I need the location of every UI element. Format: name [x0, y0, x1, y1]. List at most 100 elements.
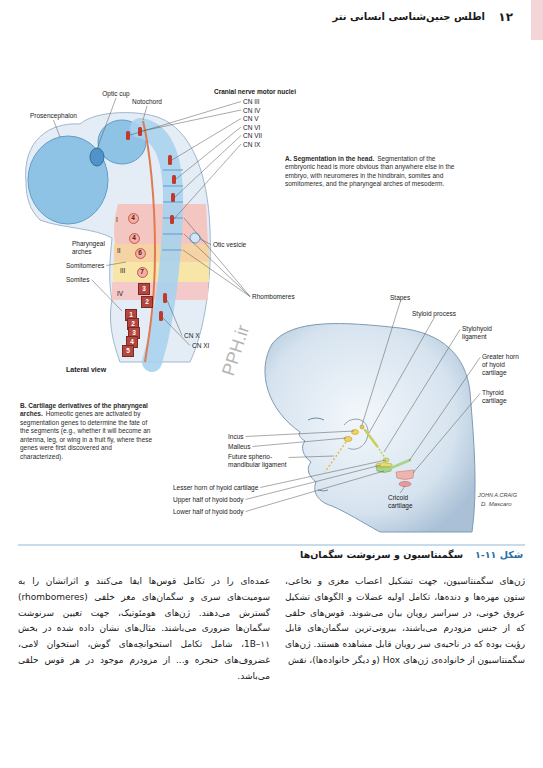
leader-line — [384, 330, 460, 453]
leader-line — [176, 127, 241, 179]
part-label: Stylohyoid ligament — [462, 325, 492, 340]
part-label: Upper half of hyoid body — [173, 496, 243, 503]
part-label: Rhombomeres — [252, 293, 295, 301]
nerve-label: CN III — [243, 98, 260, 105]
figure-number: شکل ۱۱-۱ — [475, 549, 523, 560]
artist-signature: JOHN A.CRAIG — [478, 492, 517, 498]
leader-line — [184, 218, 250, 297]
figure-title: سگمنتاسیون و سرنوشت سگمان‌ها — [300, 549, 463, 560]
part-label: Optic cup — [102, 90, 130, 98]
part-label: Stylohyoid ligament — [462, 325, 504, 341]
nerve-label: CN V — [243, 115, 259, 123]
leader-line — [167, 300, 182, 336]
nerve-label: CN V — [243, 115, 259, 122]
part-label: Notochord — [132, 98, 162, 105]
nerve-label: CN IX — [243, 141, 260, 148]
caption-text: Homeotic genes are activated by segmenta… — [20, 410, 152, 459]
page-number: ۱۲ — [498, 10, 513, 24]
figure-number: شکل ۱۱-۱ — [475, 549, 523, 560]
leader-line — [97, 98, 116, 149]
part-label: Stapes — [390, 294, 410, 302]
embryo-illustration — [126, 127, 176, 321]
watermark: PPH.ir — [218, 323, 253, 379]
leader-line — [183, 250, 250, 297]
leader-line — [53, 120, 60, 137]
head-illustration — [344, 419, 368, 449]
embryo-illustration — [162, 250, 182, 251]
part-label: Lesser horn of hyoid cartilage — [173, 484, 258, 492]
nerve-label: CN IV — [243, 107, 260, 115]
leader-line — [106, 262, 126, 266]
head-illustration — [325, 442, 346, 472]
part-label: Incus — [228, 433, 244, 440]
embryo-illustration — [190, 233, 200, 243]
embryo-illustration — [163, 170, 183, 171]
circle-shape — [137, 267, 147, 277]
nerve-label: CN IX — [243, 141, 260, 149]
somitomere-circle: 6 — [135, 248, 146, 259]
page-tab — [531, 0, 543, 40]
nerve-label: CN VI — [243, 124, 260, 131]
leader-line — [413, 394, 480, 474]
part-label: Thyroid cartilage — [482, 389, 507, 404]
embryo-illustration — [163, 234, 183, 235]
embryo-illustration — [171, 193, 175, 202]
head-illustration — [265, 324, 475, 532]
part-label: Greater horn of hyoid cartilage — [482, 353, 519, 376]
part-label: Prosencephalon — [30, 112, 77, 119]
embryo-illustration — [26, 113, 211, 362]
nerve-label: CN XI — [192, 342, 209, 349]
somite-square: 2 — [141, 296, 153, 308]
part-label: Somitomeres — [66, 262, 104, 269]
head-illustration — [376, 463, 392, 468]
caption-heading: A. Segmentation in the head. — [285, 155, 374, 162]
artist-signature: D. Mascaro — [481, 501, 512, 508]
leader-line — [252, 438, 346, 447]
part-label: Lesser horn of hyoid cartilage — [173, 484, 258, 491]
embryo-illustration — [163, 186, 183, 187]
artist-signature: JOHN A.CRAIG — [478, 492, 517, 499]
head-illustration — [318, 490, 328, 491]
part-label: Rhombomeres — [252, 293, 295, 300]
part-label: Cricoid cartilage — [388, 494, 426, 510]
figure-rule — [18, 545, 525, 546]
head-illustration — [376, 467, 392, 473]
circle-shape — [128, 213, 138, 223]
part-label: Lower half of hyoid body — [173, 508, 243, 515]
artist-signature: D. Mascaro — [481, 501, 512, 507]
part-label: Prosencephalon — [30, 112, 77, 120]
part-label: Cricoid cartilage — [388, 494, 413, 509]
part-label: Styloid process — [412, 310, 456, 318]
leader-line — [369, 318, 434, 433]
part-label: Future spheno-mandibular ligament — [228, 453, 287, 468]
leader-line — [409, 358, 480, 462]
embryo-illustration — [170, 215, 174, 224]
nerve-label: CN VII — [243, 132, 262, 140]
callout-number: 6 — [138, 250, 142, 257]
leader-line — [130, 102, 241, 136]
embryo-illustration — [114, 204, 208, 244]
part-label: Upper half of hyoid body — [173, 496, 243, 504]
leader-line — [163, 318, 190, 346]
somite-square: 3 — [138, 283, 150, 295]
circle-shape — [135, 248, 145, 258]
head-illustration — [344, 437, 352, 442]
part-label: Pharyngeal arches — [72, 240, 110, 256]
leader-line — [289, 456, 334, 458]
part-label: Malleus — [228, 443, 250, 451]
body-text: ژن‌های سگمنتاسیون، جهت تشکیل اعصاب مغزی … — [285, 576, 525, 665]
head-illustration — [399, 482, 411, 487]
part-label: Stapes — [390, 294, 410, 301]
part-label: Thyroid cartilage — [482, 389, 526, 405]
heading-label: Cranial nerve motor nuclei — [214, 88, 296, 96]
figure-caption: A. Segmentation in the head.Segmentation… — [285, 155, 457, 189]
circle-shape — [129, 233, 139, 243]
nerve-label: CN VII — [243, 132, 262, 139]
leader-line — [142, 110, 241, 131]
head-illustration — [352, 430, 359, 435]
part-label: Greater horn of hyoid cartilage — [482, 353, 526, 376]
body-text: عمده‌ای را در تکامل قوس‌ها ایفا می‌کنند … — [18, 576, 270, 681]
